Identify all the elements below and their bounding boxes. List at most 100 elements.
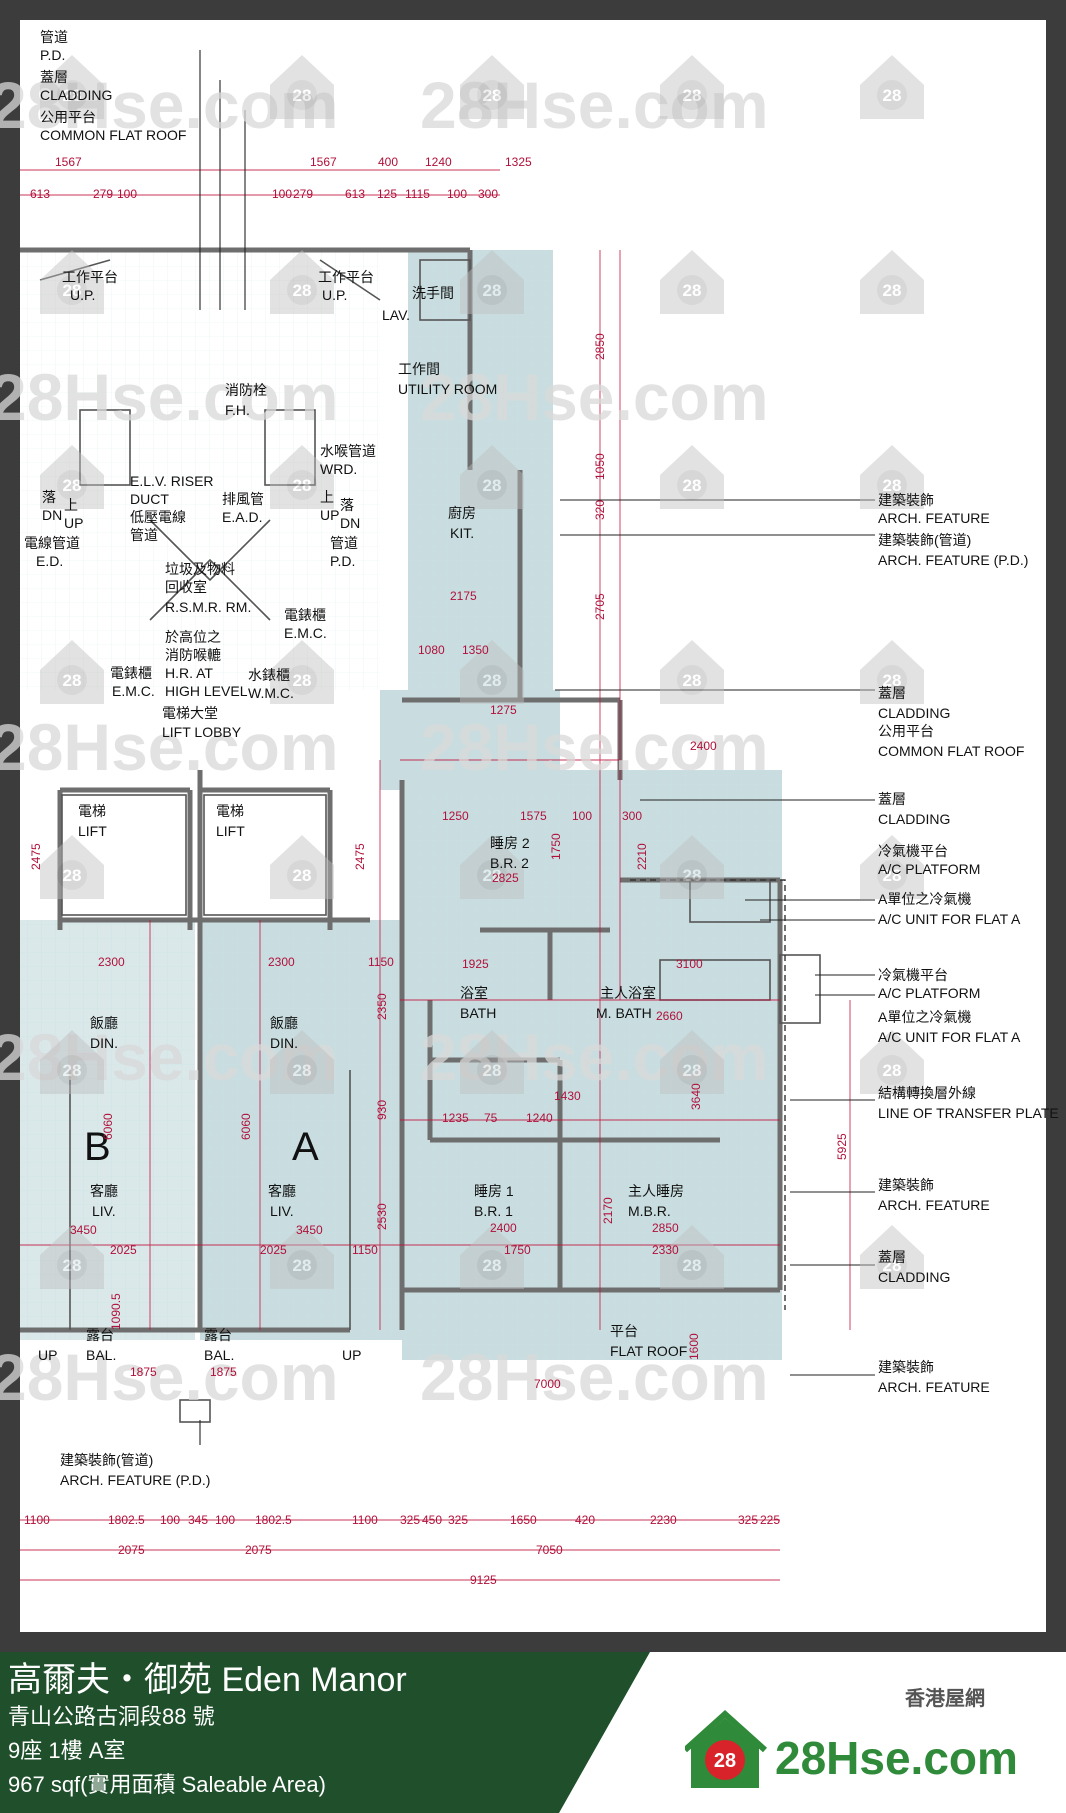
room-up-left: 工作平台 bbox=[62, 269, 118, 285]
svg-text:HIGH LEVEL: HIGH LEVEL bbox=[165, 683, 248, 699]
svg-text:28: 28 bbox=[714, 1750, 736, 1772]
flat-b-label: B bbox=[84, 1125, 111, 1169]
property-unit: 9座 1樓 A室 bbox=[8, 1738, 126, 1763]
watermark-layer: 28Hse.com 28Hse.com 28Hse.com 28Hse.com … bbox=[0, 68, 769, 1414]
svg-text:1750: 1750 bbox=[549, 833, 563, 860]
svg-text:28: 28 bbox=[293, 1061, 312, 1080]
svg-text:2475: 2475 bbox=[353, 843, 367, 870]
watermark-badge-icon: 28 bbox=[860, 250, 924, 314]
room-elv: E.L.V. RISER bbox=[130, 473, 214, 489]
watermark-badge-icon: 28 bbox=[660, 250, 724, 314]
svg-text:ARCH. FEATURE: ARCH. FEATURE bbox=[878, 1197, 990, 1213]
dimension-lines bbox=[20, 169, 851, 1581]
thin-walls bbox=[39, 259, 821, 1423]
svg-text:E.A.D.: E.A.D. bbox=[222, 509, 262, 525]
watermark-badge-icon: 28 bbox=[660, 1030, 724, 1094]
dimensions-top-1: 1567 1567 400 1240 1325 bbox=[55, 155, 532, 169]
svg-text:B.R. 1: B.R. 1 bbox=[474, 1203, 513, 1219]
svg-text:28Hse.com: 28Hse.com bbox=[420, 1340, 769, 1414]
watermark-badge-icon: 28 bbox=[660, 835, 724, 899]
svg-text:28Hse.com: 28Hse.com bbox=[420, 710, 769, 784]
svg-text:28: 28 bbox=[483, 866, 502, 885]
svg-text:279: 279 bbox=[93, 187, 113, 201]
watermark-badge-icon: 28 bbox=[460, 1030, 524, 1094]
svg-text:28: 28 bbox=[883, 281, 902, 300]
svg-text:M. BATH: M. BATH bbox=[596, 1005, 652, 1021]
svg-text:A單位之冷氣機: A單位之冷氣機 bbox=[878, 1009, 971, 1025]
watermark-badge-icon: 28 bbox=[460, 445, 524, 509]
svg-text:COMMON FLAT ROOF: COMMON FLAT ROOF bbox=[40, 127, 186, 143]
room-dn-left: 落 bbox=[42, 489, 56, 505]
room-lobby: 電梯大堂 bbox=[162, 705, 218, 721]
svg-text:2400: 2400 bbox=[690, 739, 717, 753]
svg-text:28: 28 bbox=[683, 281, 702, 300]
svg-text:E.D.: E.D. bbox=[36, 553, 63, 569]
svg-text:1235: 1235 bbox=[442, 1111, 469, 1125]
svg-text:450: 450 bbox=[422, 1513, 442, 1527]
svg-text:A/C PLATFORM: A/C PLATFORM bbox=[878, 861, 980, 877]
dimensions-top-2: 613 279 100 100 279 613 125 1115 100 300 bbox=[30, 187, 498, 201]
svg-text:3640: 3640 bbox=[689, 1083, 703, 1110]
svg-text:1802.5: 1802.5 bbox=[255, 1513, 292, 1527]
svg-text:1567: 1567 bbox=[310, 155, 337, 169]
svg-text:LIFT: LIFT bbox=[78, 823, 107, 839]
watermark-badge-icon: 28 bbox=[270, 640, 334, 704]
svg-text:LIV.: LIV. bbox=[270, 1203, 294, 1219]
svg-text:1090.5: 1090.5 bbox=[109, 1293, 123, 1330]
svg-text:1100: 1100 bbox=[24, 1513, 50, 1527]
svg-text:1240: 1240 bbox=[526, 1111, 553, 1125]
watermark-badge-icon: 28 bbox=[860, 445, 924, 509]
svg-text:28Hse.com: 28Hse.com bbox=[0, 360, 339, 434]
svg-text:28: 28 bbox=[483, 476, 502, 495]
room-mbath: 主人浴室 bbox=[600, 985, 656, 1001]
svg-text:公用平台: 公用平台 bbox=[40, 109, 96, 125]
svg-text:1275: 1275 bbox=[490, 703, 517, 717]
watermark-badge-icon: 28 bbox=[270, 1030, 334, 1094]
svg-text:100: 100 bbox=[572, 809, 592, 823]
room-din-b: 飯廳 bbox=[90, 1015, 118, 1031]
watermark-badge-icon: 28 bbox=[40, 835, 104, 899]
room-kit: 廚房 bbox=[448, 505, 476, 521]
svg-text:28: 28 bbox=[883, 671, 902, 690]
room-rsmr: 垃圾及物料 bbox=[165, 561, 235, 577]
svg-text:6060: 6060 bbox=[239, 1113, 253, 1140]
svg-text:320: 320 bbox=[593, 500, 607, 520]
svg-text:325: 325 bbox=[448, 1513, 468, 1527]
watermark-badge-icon: 28 bbox=[460, 55, 524, 119]
svg-text:28: 28 bbox=[683, 476, 702, 495]
svg-text:UP: UP bbox=[320, 507, 339, 523]
watermark-badge-icon: 28 bbox=[40, 1030, 104, 1094]
svg-text:KIT.: KIT. bbox=[450, 525, 474, 541]
svg-text:建築裝飾: 建築裝飾 bbox=[878, 1177, 934, 1193]
svg-text:DIN.: DIN. bbox=[90, 1035, 118, 1051]
svg-text:LIFT: LIFT bbox=[216, 823, 245, 839]
svg-text:1430: 1430 bbox=[554, 1089, 581, 1103]
svg-text:冷氣機平台: 冷氣機平台 bbox=[878, 967, 948, 983]
svg-text:P.D.: P.D. bbox=[330, 553, 355, 569]
svg-text:消防喉轆: 消防喉轆 bbox=[165, 647, 221, 663]
svg-text:建築裝飾(管道): 建築裝飾(管道) bbox=[878, 532, 971, 548]
room-labels: 工作平台 U.P. 工作平台 U.P. 洗手間 LAV. 工作間 UTILITY… bbox=[24, 269, 687, 1363]
svg-text:2825: 2825 bbox=[492, 871, 519, 885]
svg-text:1802.5: 1802.5 bbox=[108, 1513, 145, 1527]
dimensions-inner: 2175 1350 1080 1275 2400 1250 1575 100 3… bbox=[29, 589, 717, 1391]
svg-text:28: 28 bbox=[63, 476, 82, 495]
svg-text:9125: 9125 bbox=[470, 1573, 497, 1587]
room-lift-2: 電梯 bbox=[216, 803, 244, 819]
svg-text:28: 28 bbox=[63, 1061, 82, 1080]
svg-text:1350: 1350 bbox=[462, 643, 489, 657]
svg-text:28: 28 bbox=[683, 671, 702, 690]
property-address: 青山公路古洞段88 號 bbox=[8, 1704, 215, 1729]
room-flat-roof: 平台 bbox=[610, 1323, 638, 1339]
room-ed: 電線管道 bbox=[24, 535, 80, 551]
svg-text:28: 28 bbox=[293, 476, 312, 495]
svg-text:DUCT: DUCT bbox=[130, 491, 169, 507]
svg-text:28Hse.com: 28Hse.com bbox=[0, 1340, 339, 1414]
svg-text:28: 28 bbox=[883, 1061, 902, 1080]
svg-text:2660: 2660 bbox=[656, 1009, 683, 1023]
svg-text:2075: 2075 bbox=[118, 1543, 145, 1557]
svg-text:28: 28 bbox=[293, 671, 312, 690]
svg-text:P.D.: P.D. bbox=[40, 47, 65, 63]
annotations: 建築裝飾 ARCH. FEATURE 建築裝飾(管道) ARCH. FEATUR… bbox=[878, 492, 1059, 1395]
watermark-badge-icon: 28 bbox=[40, 1225, 104, 1289]
